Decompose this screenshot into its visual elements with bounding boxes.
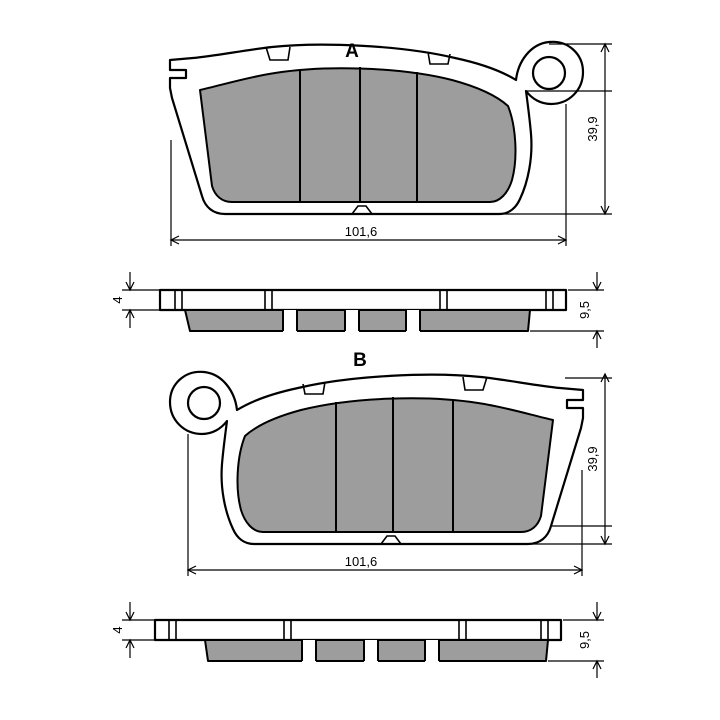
dim-b-total-text: 9,5 [577, 631, 592, 649]
dim-a-height: 39,9 [500, 42, 612, 216]
pad-b-side-backplate [153, 618, 563, 642]
pad-b-side-gap-3 [425, 640, 439, 662]
dim-a-total-text: 9,5 [577, 301, 592, 319]
dim-b-thickness: 4 [110, 602, 157, 658]
pad-a-center-notch [351, 205, 373, 215]
pad-a-top-notch-left [265, 46, 291, 61]
pad-b-side-gap-1 [302, 640, 316, 662]
pad-b-mount-hole [186, 385, 222, 421]
dim-b-thickness-text: 4 [110, 626, 125, 633]
dim-b-width-text: 101,6 [345, 554, 378, 569]
pad-a-side-ticks [174, 290, 554, 310]
pad-b-center-notch [380, 535, 402, 545]
dim-a-width-text: 101,6 [345, 224, 378, 239]
view-a-label: A [345, 41, 359, 62]
dim-b-width: 101,6 [186, 434, 584, 576]
pad-b-side-gap-2 [364, 640, 378, 662]
pad-b-top-notch-left [302, 381, 326, 395]
dim-a-thickness-text: 4 [110, 296, 125, 303]
pad-b-side-ticks [168, 620, 549, 640]
pad-a-side-gap-3 [406, 310, 420, 332]
pad-a-side-backplate [158, 288, 568, 312]
dim-a-height-text: 39,9 [585, 116, 600, 141]
view-a-top: A [168, 40, 585, 216]
view-b-label: B [353, 350, 367, 371]
view-b-top: B [168, 350, 585, 546]
pad-b-friction-material [236, 397, 554, 533]
dim-a-total: 9,5 [530, 272, 604, 348]
dim-b-height-text: 39,9 [585, 446, 600, 471]
dim-a-thickness: 4 [110, 272, 162, 328]
view-b-side [153, 618, 563, 662]
dim-a-width: 101,6 [169, 104, 568, 246]
pad-a-top-notch-right [427, 51, 451, 65]
pad-b-top-notch-right [462, 376, 488, 391]
pad-a-mount-hole [531, 55, 567, 91]
pad-a-side-gap-1 [283, 310, 297, 332]
pad-a-side-gap-2 [345, 310, 359, 332]
view-a-side [158, 288, 568, 332]
dim-b-total: 9,5 [548, 602, 604, 678]
pad-a-friction-material [199, 67, 517, 203]
